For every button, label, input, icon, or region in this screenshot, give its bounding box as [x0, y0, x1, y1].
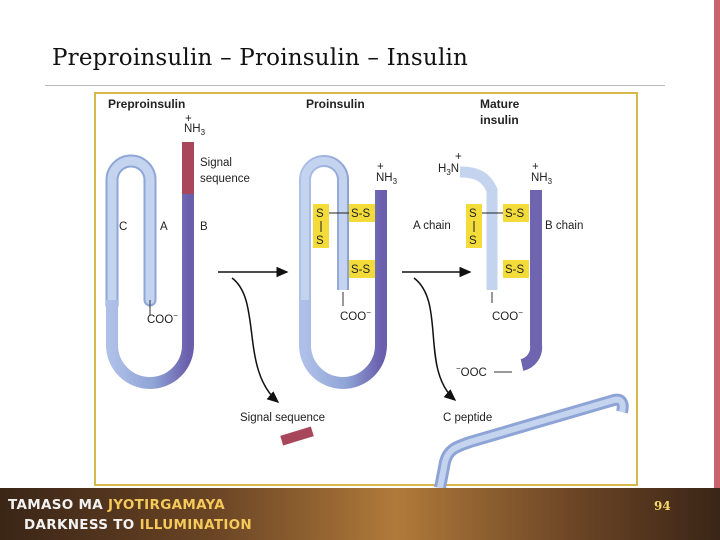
nh3-label-1: NH3: [184, 123, 206, 137]
preproinsulin-c-loop-inner: [107, 156, 155, 310]
ooc-label: −OOC: [456, 364, 487, 379]
heading-proinsulin: Proinsulin: [306, 97, 365, 111]
preproinsulin-c-loop: [105, 154, 157, 312]
ss-bond-proinsulin-2: S-S: [351, 264, 371, 276]
disulfide-box-insulin-3: [503, 260, 529, 278]
mature-insulin-molecule: [459, 166, 543, 371]
nh3-plus-2: +: [377, 161, 384, 173]
disulfide-box-proinsulin-3: [349, 260, 375, 278]
label-b: B: [200, 221, 208, 233]
arrow-c-peptide-cleavage: [413, 277, 457, 401]
preproinsulin-signal-segment: [182, 142, 194, 194]
footer-line-1: TAMASO MA JYOTIRGAMAYA: [8, 497, 226, 513]
disulfide-box-insulin-2: [503, 204, 529, 222]
nh3-label-2: NH3: [376, 172, 398, 186]
disulfide-box-proinsulin-2: [349, 204, 375, 222]
right-edge-strip: [714, 0, 720, 500]
sulfur-m2: S: [469, 235, 477, 247]
h3n-plus: +: [455, 151, 462, 163]
c-peptide-label: C peptide: [443, 412, 492, 424]
footer-line-2: DARKNESS TO ILLUMINATION: [24, 517, 253, 533]
sulfur-m1: S: [469, 208, 477, 220]
coo-label-1: COO−: [147, 311, 178, 326]
label-a: A: [160, 221, 168, 233]
signal-sequence-label-line1: Signal: [200, 157, 232, 169]
preproinsulin-bottom-loop: [106, 192, 194, 389]
nh3-plus-1: +: [185, 113, 192, 125]
signal-sequence-fragment: [280, 426, 314, 446]
signal-sequence-label-line2: sequence: [200, 173, 250, 185]
a-chain-label: A chain: [413, 220, 451, 232]
h3n-label: H3N: [438, 163, 459, 177]
nh3-plus-3: +: [532, 161, 539, 173]
slide-title: Preproinsulin – Proinsulin – Insulin: [52, 45, 469, 71]
ss-bond-proinsulin-1: S-S: [351, 208, 371, 220]
heading-preproinsulin: Preproinsulin: [108, 97, 185, 111]
footer-banner: TAMASO MA JYOTIRGAMAYA DARKNESS TO ILLUM…: [0, 488, 720, 540]
page-number: 94: [654, 499, 671, 513]
coo-label-2: COO−: [340, 308, 371, 323]
nh3-label-3: NH3: [531, 172, 553, 186]
label-c: C: [119, 221, 127, 233]
arrow-signal-cleavage: [231, 277, 280, 403]
sulfur-p2: S: [316, 235, 324, 247]
sulfur-p1: S: [316, 208, 324, 220]
title-divider: [45, 85, 665, 86]
heading-mature-line2: insulin: [480, 113, 519, 127]
proinsulin-molecule: [299, 155, 387, 389]
heading-mature-line1: Mature: [480, 97, 520, 111]
ss-bond-insulin-2: S-S: [505, 264, 525, 276]
coo-label-3: COO−: [492, 308, 523, 323]
preproinsulin-molecule: [105, 142, 194, 389]
b-chain-label: B chain: [545, 220, 583, 232]
ss-bond-insulin-1: S-S: [505, 208, 525, 220]
signal-sequence-product-label: Signal sequence: [240, 412, 325, 424]
